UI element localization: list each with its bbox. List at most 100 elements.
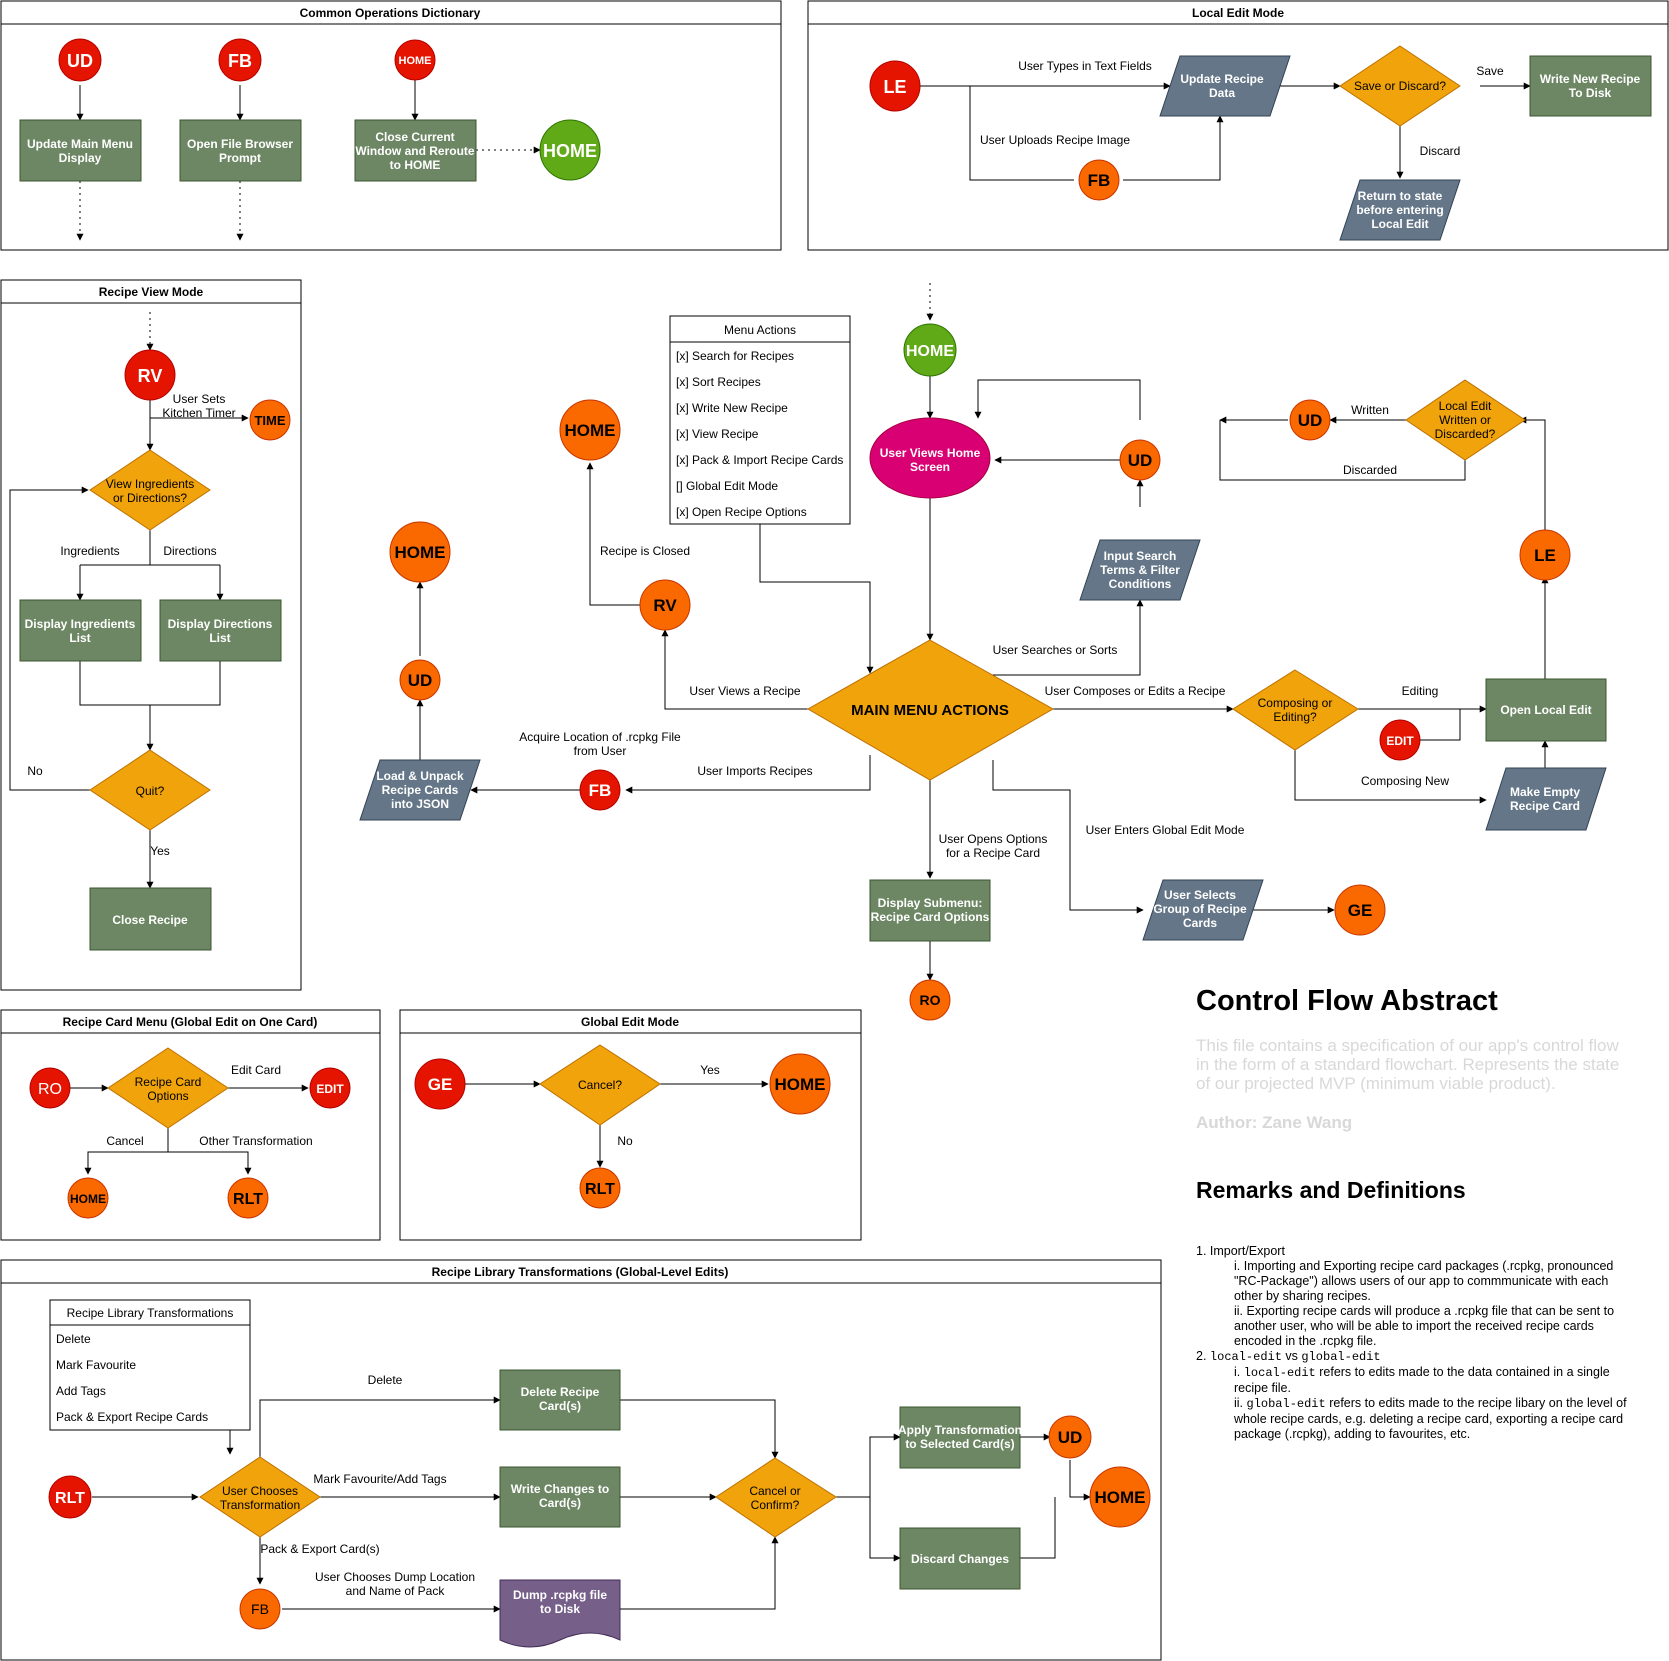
transformation-decision[interactable] <box>199 1456 321 1538</box>
rlt-terminal[interactable] <box>48 1475 92 1519</box>
apply-transformation-box[interactable] <box>899 1406 1021 1469</box>
fb-terminal[interactable] <box>579 769 621 811</box>
remarks-list: 1. Import/Export i. Importing and Export… <box>1196 1244 1636 1442</box>
menu-action-item: [x] View Recipe <box>676 427 759 441</box>
ro-terminal[interactable] <box>29 1067 71 1109</box>
cancel-decision[interactable] <box>539 1044 661 1126</box>
fb-terminal[interactable] <box>218 38 262 82</box>
panel-local-edit <box>807 0 1669 251</box>
home-terminal[interactable] <box>539 119 601 181</box>
user-views-home-screen[interactable] <box>869 417 991 499</box>
composing-line1: Composing or <box>1258 696 1333 710</box>
home-terminal[interactable] <box>1089 1466 1151 1528</box>
home-terminal[interactable] <box>67 1177 109 1219</box>
return-state-line3: Local Edit <box>1371 217 1428 231</box>
fb-terminal[interactable] <box>239 1588 281 1630</box>
view-decision-line2: or Directions? <box>113 491 187 505</box>
display-submenu-box[interactable] <box>869 879 991 942</box>
ud-import-terminal[interactable] <box>399 659 441 701</box>
rlt-terminal[interactable] <box>579 1167 621 1209</box>
return-state-box[interactable] <box>1339 179 1461 241</box>
make-empty-box[interactable] <box>1485 767 1607 831</box>
ge-label: GE <box>1348 901 1373 920</box>
apply-transformation-line1: Apply Transformation <box>898 1423 1022 1437</box>
discard-changes-box[interactable] <box>899 1527 1021 1590</box>
ingredients-label: Ingredients <box>60 544 119 558</box>
remark-item-2: 2. local-edit vs global-edit <box>1196 1349 1636 1365</box>
global-edit: GE Cancel? Yes No HOME RLT <box>414 1044 831 1209</box>
edit-terminal[interactable] <box>1379 719 1421 761</box>
open-file-browser-box[interactable] <box>179 119 302 182</box>
fb-label: FB <box>589 781 612 800</box>
close-recipe-box[interactable] <box>89 887 212 951</box>
panel-title: Local Edit Mode <box>1192 6 1284 20</box>
home-import-terminal[interactable] <box>389 521 451 583</box>
menu-action-item: [x] Write New Recipe <box>676 401 788 415</box>
composing-decision[interactable] <box>1232 669 1359 751</box>
written-label: Written <box>1351 403 1389 417</box>
ud-search-terminal[interactable] <box>1119 439 1161 481</box>
display-directions-line1: Display Directions <box>168 617 273 631</box>
save-or-discard-decision[interactable] <box>1339 45 1461 127</box>
write-changes-box[interactable] <box>499 1466 621 1528</box>
library-menu-list <box>49 1299 251 1431</box>
time-terminal-label: TIME <box>254 413 285 428</box>
card-options-decision[interactable] <box>107 1047 229 1129</box>
delete-recipe-box[interactable] <box>499 1369 621 1431</box>
le-terminal[interactable] <box>869 60 921 112</box>
rlt-terminal[interactable] <box>227 1177 269 1219</box>
panel-library <box>0 1259 1162 1661</box>
display-ingredients-box[interactable] <box>19 599 142 662</box>
ro-terminal[interactable] <box>909 979 951 1021</box>
cancel-label: Cancel <box>106 1134 143 1148</box>
load-unpack-box[interactable] <box>359 759 481 821</box>
cancel-decision-label: Cancel? <box>578 1078 622 1092</box>
confirm-decision[interactable] <box>715 1457 837 1538</box>
global-edit-code: global-edit <box>1246 1397 1326 1411</box>
home-terminal[interactable] <box>769 1053 831 1115</box>
ge-terminal[interactable] <box>1334 884 1386 936</box>
ud-import-label: UD <box>408 671 433 690</box>
edit-terminal[interactable] <box>309 1067 351 1109</box>
display-submenu-line2: Recipe Card Options <box>871 910 990 924</box>
ge-terminal[interactable] <box>414 1058 466 1110</box>
write-new-recipe-box[interactable] <box>1529 55 1652 117</box>
dump-file-box[interactable] <box>499 1579 621 1648</box>
pack-label: Pack & Export Card(s) <box>260 1542 379 1556</box>
rv-terminal[interactable] <box>124 349 176 401</box>
display-directions-box[interactable] <box>159 599 282 662</box>
options-line2: for a Recipe Card <box>946 846 1040 860</box>
ud-terminal[interactable] <box>58 38 102 82</box>
timer-label-line2: Kitchen Timer <box>162 406 235 420</box>
home-top-terminal[interactable] <box>903 323 957 377</box>
composing-new-label: Composing New <box>1361 774 1449 788</box>
search-input-box[interactable] <box>1079 539 1201 601</box>
le-terminal-label: LE <box>883 77 906 97</box>
rlt-label: RLT <box>585 1181 615 1198</box>
update-main-menu-line1: Update Main Menu <box>27 137 133 151</box>
searches-label: User Searches or Sorts <box>993 643 1118 657</box>
time-terminal[interactable] <box>249 399 291 441</box>
update-recipe-data[interactable] <box>1159 55 1291 117</box>
fb-terminal[interactable] <box>1078 159 1120 201</box>
ud-written-terminal[interactable] <box>1289 399 1331 441</box>
recipe-view: RV User Sets Kitchen Timer TIME View Ing… <box>19 349 291 951</box>
main-menu-actions-decision[interactable] <box>806 639 1055 781</box>
close-window-box[interactable] <box>354 119 477 182</box>
home-small-terminal[interactable] <box>394 39 436 81</box>
menu-action-item: [] Global Edit Mode <box>676 479 778 493</box>
fb-label: FB <box>251 1601 269 1617</box>
rv-terminal[interactable] <box>639 579 691 631</box>
view-decision[interactable] <box>89 449 211 531</box>
le-terminal[interactable] <box>1519 529 1571 581</box>
select-cards-box[interactable] <box>1142 879 1264 941</box>
quit-decision[interactable] <box>89 749 211 831</box>
ud-terminal[interactable] <box>1048 1415 1092 1459</box>
doc-description: This file contains a specification of ou… <box>1196 1036 1620 1093</box>
written-decision[interactable] <box>1405 379 1526 461</box>
select-cards-line2: Group of Recipe <box>1153 902 1247 916</box>
update-main-menu-box[interactable] <box>19 119 142 182</box>
ud-search-label: UD <box>1128 451 1153 470</box>
home-rv-terminal[interactable] <box>559 399 621 461</box>
open-local-edit-box[interactable] <box>1485 678 1607 742</box>
